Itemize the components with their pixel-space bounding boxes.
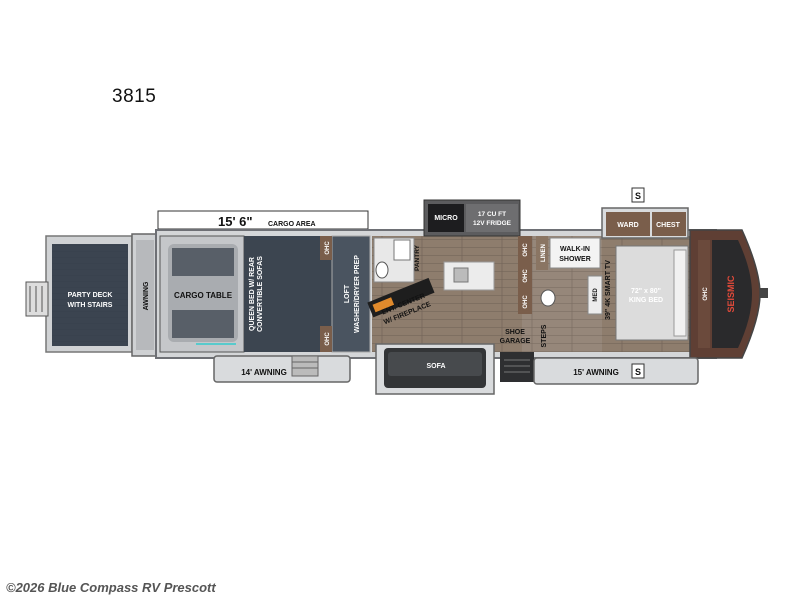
micro-fridge (423, 199, 521, 237)
chest-label: CHEST (656, 222, 680, 229)
med-cabinet (587, 275, 603, 315)
party-deck-label-2: WITH STAIRS (68, 302, 113, 309)
ohc-cabinet-2 (320, 326, 332, 352)
fridge-label-2: 12V FRIDGE (473, 220, 512, 227)
entry-steps (500, 352, 534, 382)
ward-chest-slide (601, 207, 689, 239)
awning-rear-label: AWNING (143, 281, 150, 310)
island-sink-icon (453, 267, 469, 283)
steps-label: STEPS (541, 324, 548, 347)
pantry-label: PANTRY (414, 244, 421, 271)
awning-14-box (213, 355, 351, 383)
ohc-label-4: OHC (523, 269, 529, 283)
shower-label-2: SHOWER (559, 256, 591, 263)
ward-label: WARD (617, 222, 638, 229)
med-label: MED (593, 288, 599, 302)
king-bed (615, 245, 689, 341)
king-bed-label-1: 72" x 80" (631, 288, 661, 295)
micro-label: MICRO (434, 215, 458, 222)
sink-icon (393, 239, 411, 261)
king-bed-label-2: KING BED (629, 297, 663, 304)
svg-text:S: S (635, 191, 641, 201)
party-deck-stairs (25, 281, 49, 317)
ohc-label-2: OHC (325, 332, 331, 346)
shower-label-1: WALK-IN (560, 246, 590, 253)
ohc-label-1: OHC (325, 241, 331, 255)
smart-tv-label: 39" 4K SMART TV (605, 260, 612, 320)
awning-15-box (533, 357, 699, 385)
bath-ohc-cabinets (518, 236, 532, 314)
shoe-garage-label-1: SHOE (505, 329, 525, 336)
toilet-icon (375, 261, 389, 279)
slide-marker-bottom: S (631, 363, 645, 379)
footer-copyright: ©2026 Blue Compass RV Prescott (6, 580, 216, 595)
ohc-label-3: OHC (523, 243, 529, 257)
ohc-label-5: OHC (523, 295, 529, 309)
bath-toilet-icon (540, 289, 556, 307)
ohc-label-6: OHC (703, 287, 709, 301)
fridge-label-1: 17 CU FT (478, 211, 506, 218)
linen-cabinet (536, 236, 548, 270)
queen-bed-label-2: CONVERTIBLE SOFAS (257, 256, 264, 332)
awning-14-label: 14' AWNING (241, 368, 287, 377)
ohc-cabinet-1 (320, 236, 332, 260)
party-deck-label-1: PARTY DECK (68, 292, 113, 299)
queen-bed-label-1: QUEEN BED W/ REAR (249, 257, 256, 331)
cargo-table-label: CARGO TABLE (174, 291, 233, 300)
cargo-length-label: 15' 6" (218, 214, 253, 229)
linen-label: LINEN (541, 244, 547, 262)
cargo-dimension: 15' 6" CARGO AREA (157, 210, 369, 230)
sofa-label: SOFA (426, 363, 445, 370)
walk-in-shower (549, 237, 601, 269)
model-number: 3815 (112, 86, 157, 107)
sofa-slide (375, 343, 495, 395)
cargo-area-label: CARGO AREA (268, 221, 316, 228)
awning-15-label: 15' AWNING (573, 368, 619, 377)
slide-marker-top: S (631, 187, 645, 203)
kitchen-island (443, 261, 495, 291)
loft-label-2: WASHER/DRYER PREP (354, 255, 361, 333)
front-ohc (698, 240, 710, 348)
brand-logo: SEISMIC (726, 275, 736, 313)
entertainment-center (367, 277, 435, 318)
loft-label-1: LOFT (344, 284, 351, 303)
svg-text:S: S (635, 367, 641, 377)
shoe-garage-label-2: GARAGE (500, 338, 531, 345)
cargo-table (168, 244, 238, 345)
